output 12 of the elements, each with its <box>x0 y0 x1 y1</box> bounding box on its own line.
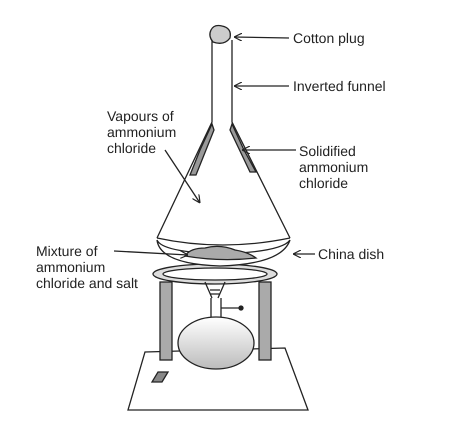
part-label: Cotton plug <box>293 30 413 46</box>
leader-line <box>164 150 201 204</box>
leader-line <box>114 250 189 260</box>
part-label: Vapours of ammonium chloride <box>107 108 217 156</box>
part-label: Mixture of ammonium chloride and salt <box>36 243 156 291</box>
leader-line <box>233 32 290 42</box>
leader-line <box>241 145 296 155</box>
part-label: Inverted funnel <box>293 78 433 94</box>
part-label: Solidified ammonium chloride <box>299 143 409 191</box>
leader-line <box>292 249 315 259</box>
leader-line <box>233 81 289 91</box>
part-label: China dish <box>318 246 418 262</box>
